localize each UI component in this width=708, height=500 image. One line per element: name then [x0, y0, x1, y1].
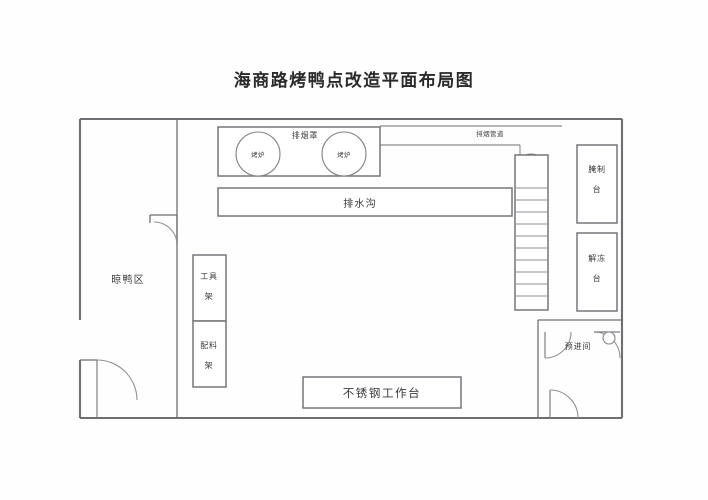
oven-left-label: 烤炉 — [251, 150, 265, 159]
tool-rack-box — [192, 254, 227, 322]
thawing-table-label-line2: 台 — [593, 273, 602, 283]
exhaust-hood-group — [217, 126, 381, 177]
door-arc-preentry-top — [544, 331, 572, 359]
drainage-ditch-group — [217, 187, 513, 217]
oven-right-label: 烤炉 — [337, 150, 351, 159]
exhaust-duct-label: 排烟管道 — [476, 129, 504, 138]
tool-rack-label-line2: 架 — [205, 292, 214, 301]
ingredient-rack-box — [192, 320, 227, 388]
right-stations-group — [537, 144, 622, 418]
stainless-worktable-box — [302, 376, 462, 409]
drainage-ditch-label: 排水沟 — [343, 197, 377, 210]
stair-shaft — [514, 154, 549, 311]
pre-entry-room-label: 预进间 — [565, 341, 591, 351]
marinating-table-label-line1: 腌制 — [588, 164, 606, 174]
door-arc-preentry-bottom — [549, 389, 579, 419]
marinating-table-label-line2: 台 — [593, 184, 602, 194]
ingredient-rack-label-line1: 配料 — [200, 340, 218, 350]
stainless-worktable-label: 不锈钢工作台 — [343, 386, 422, 400]
partition-drying-area — [149, 119, 178, 418]
drainage-ditch-box — [217, 187, 513, 217]
ingredient-rack-label-line2: 架 — [205, 361, 214, 370]
worktable-group — [302, 376, 462, 409]
stair-column-group — [514, 153, 549, 311]
thawing-table-label-line1: 解冻 — [588, 253, 606, 263]
door-arc-partition — [153, 221, 178, 246]
exhaust-duct-group — [380, 125, 562, 155]
tool-rack-label-line1: 工具 — [200, 272, 218, 281]
thawing-table-box — [576, 232, 618, 312]
door-arc-left — [96, 359, 138, 401]
oven-left-circle — [235, 131, 281, 177]
preentry-sink-circle — [602, 331, 616, 345]
page-title: 海商路烤鸭点改造平面布局图 — [233, 71, 475, 91]
oven-right-circle — [321, 131, 367, 177]
building-outline — [78, 117, 624, 420]
rack-group — [192, 254, 227, 388]
marinating-table-box — [576, 144, 618, 224]
drying-area-label: 晾鸭区 — [111, 273, 145, 286]
exhaust-hood-label: 排烟罩 — [292, 130, 318, 140]
